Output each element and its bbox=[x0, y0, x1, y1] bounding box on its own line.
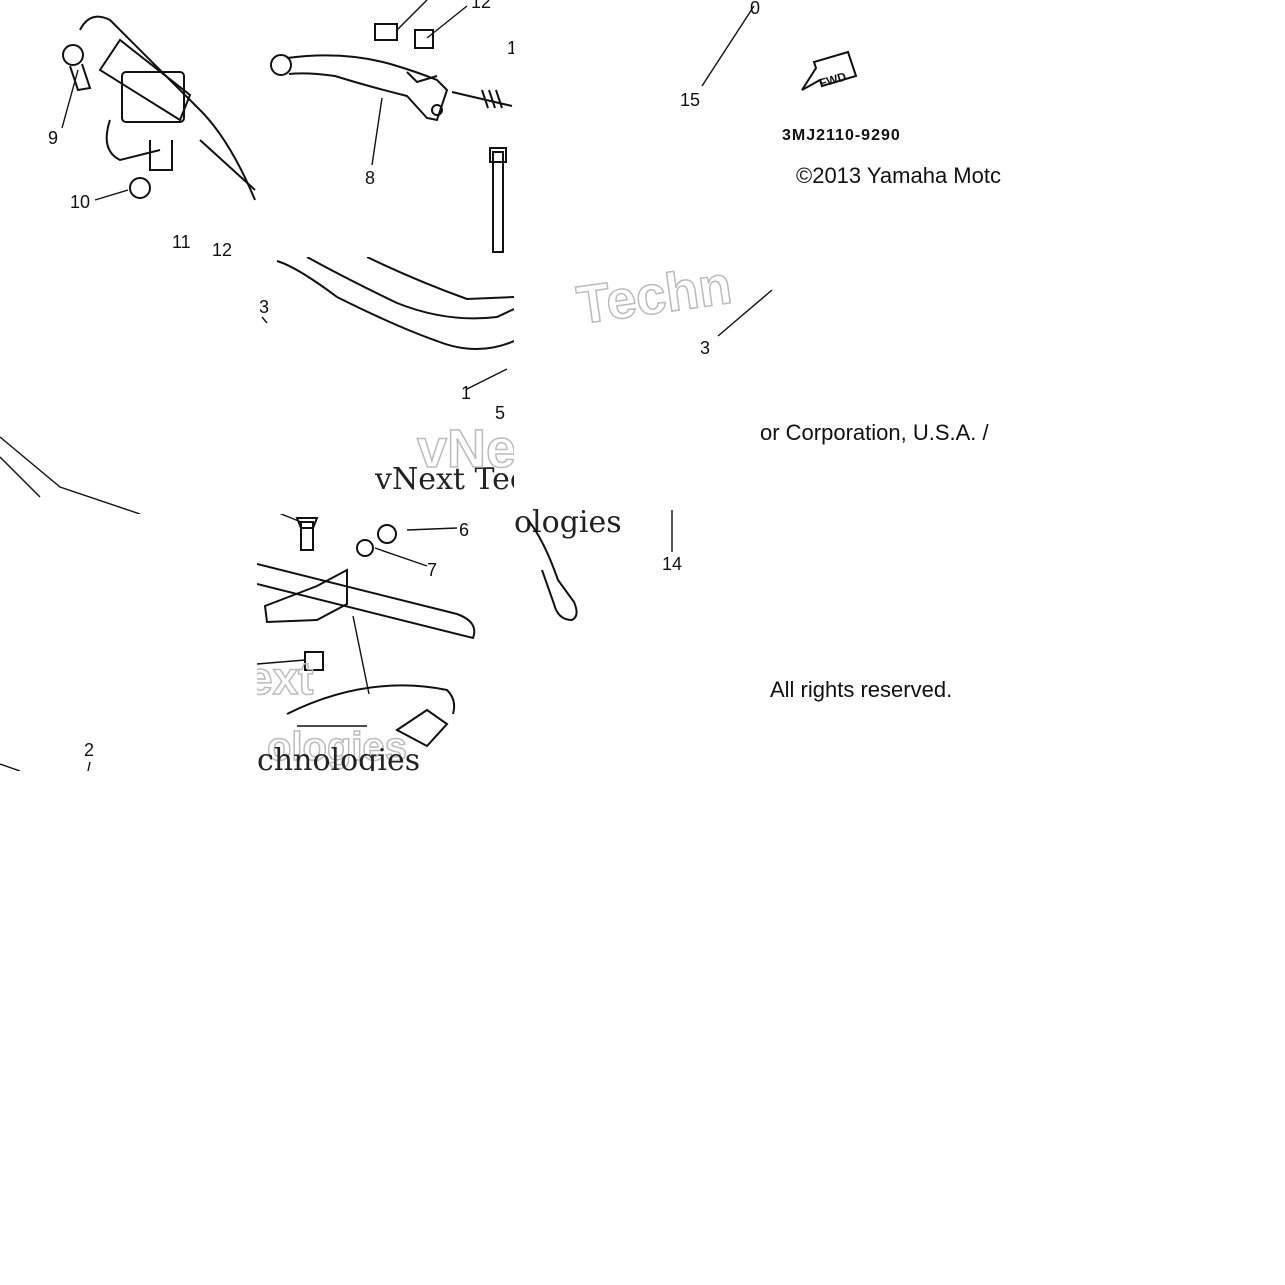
copyright-line-3: All rights reserved. bbox=[770, 677, 952, 702]
callout-3: 3 bbox=[259, 297, 269, 317]
master-cylinder-drawing: 9 10 11 12 bbox=[48, 15, 256, 257]
fwd-label: FWD bbox=[818, 69, 848, 90]
watermark-serif-a: vNext Tec bbox=[374, 462, 514, 497]
callout-12: 12 bbox=[212, 240, 232, 257]
callout-5: 5 bbox=[495, 403, 505, 423]
callout-10-top: 0 bbox=[750, 0, 760, 18]
brake-lever-drawing: 8 12 1 bbox=[270, 0, 514, 253]
callout-14: 14 bbox=[662, 554, 682, 574]
callout-6: 6 bbox=[459, 520, 469, 540]
diagram-tile-handlebar: 3 1 5 vNext Tec vNe bbox=[257, 257, 514, 514]
diagram-tile-blank bbox=[0, 257, 257, 514]
callout-11: 11 bbox=[172, 232, 191, 252]
watermark-serif-c: ologies bbox=[514, 505, 622, 540]
diagram-tile-clutch-bracket: 4 6 7 ext ologies chnologies bbox=[257, 514, 514, 771]
copyright-line-1: ©2013 Yamaha Motc bbox=[796, 163, 1001, 188]
handlebar-drawing: 3 1 5 vNext Tec vNe bbox=[259, 257, 514, 497]
diagram-tile-brake-lever: 8 12 1 bbox=[257, 0, 514, 257]
watermark-outline-a: Techn bbox=[573, 255, 735, 336]
callout-1-top: 1 bbox=[507, 38, 514, 58]
blank-drawing bbox=[0, 436, 141, 514]
watermark-outline-d: ologies bbox=[267, 725, 407, 769]
callout-12-top: 12 bbox=[471, 0, 491, 12]
watermark-serif-b: chnologies bbox=[257, 743, 420, 771]
callout-8: 8 bbox=[365, 168, 375, 188]
diagram-tile-lower-bar: 2 bbox=[0, 514, 257, 771]
callout-2: 2 bbox=[84, 740, 94, 760]
callout-9: 9 bbox=[48, 128, 58, 148]
callout-15: 15 bbox=[680, 90, 700, 110]
lower-bar-drawing: 2 bbox=[0, 740, 94, 771]
diagram-tile-copyright: 0 15 FWD 3MJ2110-9290 ©2013 Yamaha Motc … bbox=[514, 0, 1028, 771]
callout-3-right: 3 bbox=[700, 338, 710, 358]
part-code: 3MJ2110-9290 bbox=[782, 127, 901, 144]
copyright-line-2: or Corporation, U.S.A. / bbox=[760, 420, 990, 445]
callout-10: 10 bbox=[70, 192, 90, 212]
callout-7: 7 bbox=[427, 560, 437, 580]
diagram-tile-master-cylinder: 9 10 11 12 bbox=[0, 0, 257, 257]
clutch-bracket-drawing: 4 6 7 ext ologies chnologies bbox=[257, 514, 476, 771]
callout-1: 1 bbox=[461, 383, 471, 403]
watermark-outline-c: ext bbox=[257, 652, 313, 704]
copyright-drawing: 0 15 FWD 3MJ2110-9290 ©2013 Yamaha Motc … bbox=[514, 0, 1001, 702]
fwd-arrow-icon: FWD bbox=[801, 50, 858, 91]
watermark-outline-b: vNe bbox=[417, 419, 514, 479]
